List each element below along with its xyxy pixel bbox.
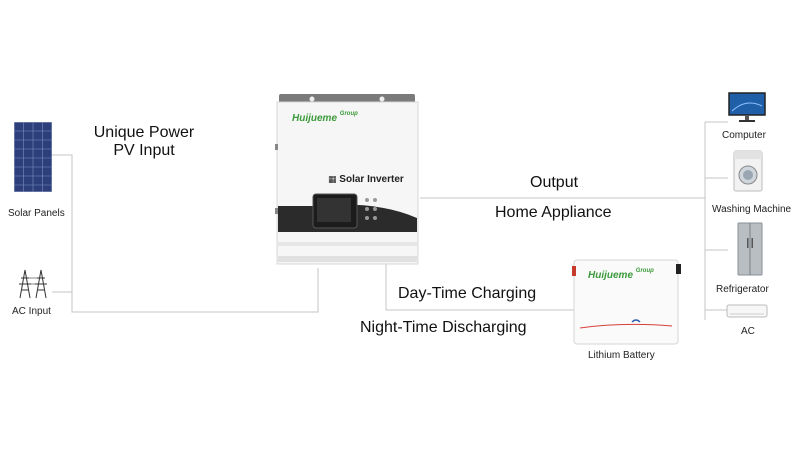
washing-machine-label: Washing Machine — [712, 204, 792, 215]
power-pylon-icon — [16, 268, 50, 300]
home-appliance-label: Home Appliance — [495, 204, 612, 221]
solar-panels-label: Solar Panels — [8, 208, 65, 219]
ac-input-label: AC Input — [12, 306, 51, 317]
inverter-brand-logo: Huijueme Group — [292, 111, 358, 124]
day-charging-label: Day-Time Charging — [398, 285, 537, 302]
washing-machine-icon — [733, 150, 763, 192]
solar-panel-icon — [14, 122, 52, 192]
solar-inverter-device — [275, 92, 420, 268]
output-label: Output — [530, 174, 579, 191]
battery-line — [385, 262, 578, 311]
refrigerator-label: Refrigerator — [716, 284, 769, 295]
night-discharging-label: Night-Time Discharging — [360, 319, 527, 336]
computer-label: Computer — [722, 130, 766, 141]
computer-icon — [728, 92, 766, 124]
battery-brand-logo: Huijueme Group — [588, 268, 654, 281]
lithium-battery-device — [572, 258, 682, 346]
inverter-product-label: ▦ Solar Inverter — [328, 174, 404, 185]
pv-line — [52, 154, 319, 313]
grid-logo-icon: ▦ — [328, 174, 337, 184]
refrigerator-icon — [737, 222, 763, 276]
unique-power-label: Unique Power PV Input — [93, 124, 195, 159]
lithium-battery-label: Lithium Battery — [588, 350, 655, 361]
ac-label: AC — [741, 326, 755, 337]
air-conditioner-icon — [726, 304, 768, 318]
